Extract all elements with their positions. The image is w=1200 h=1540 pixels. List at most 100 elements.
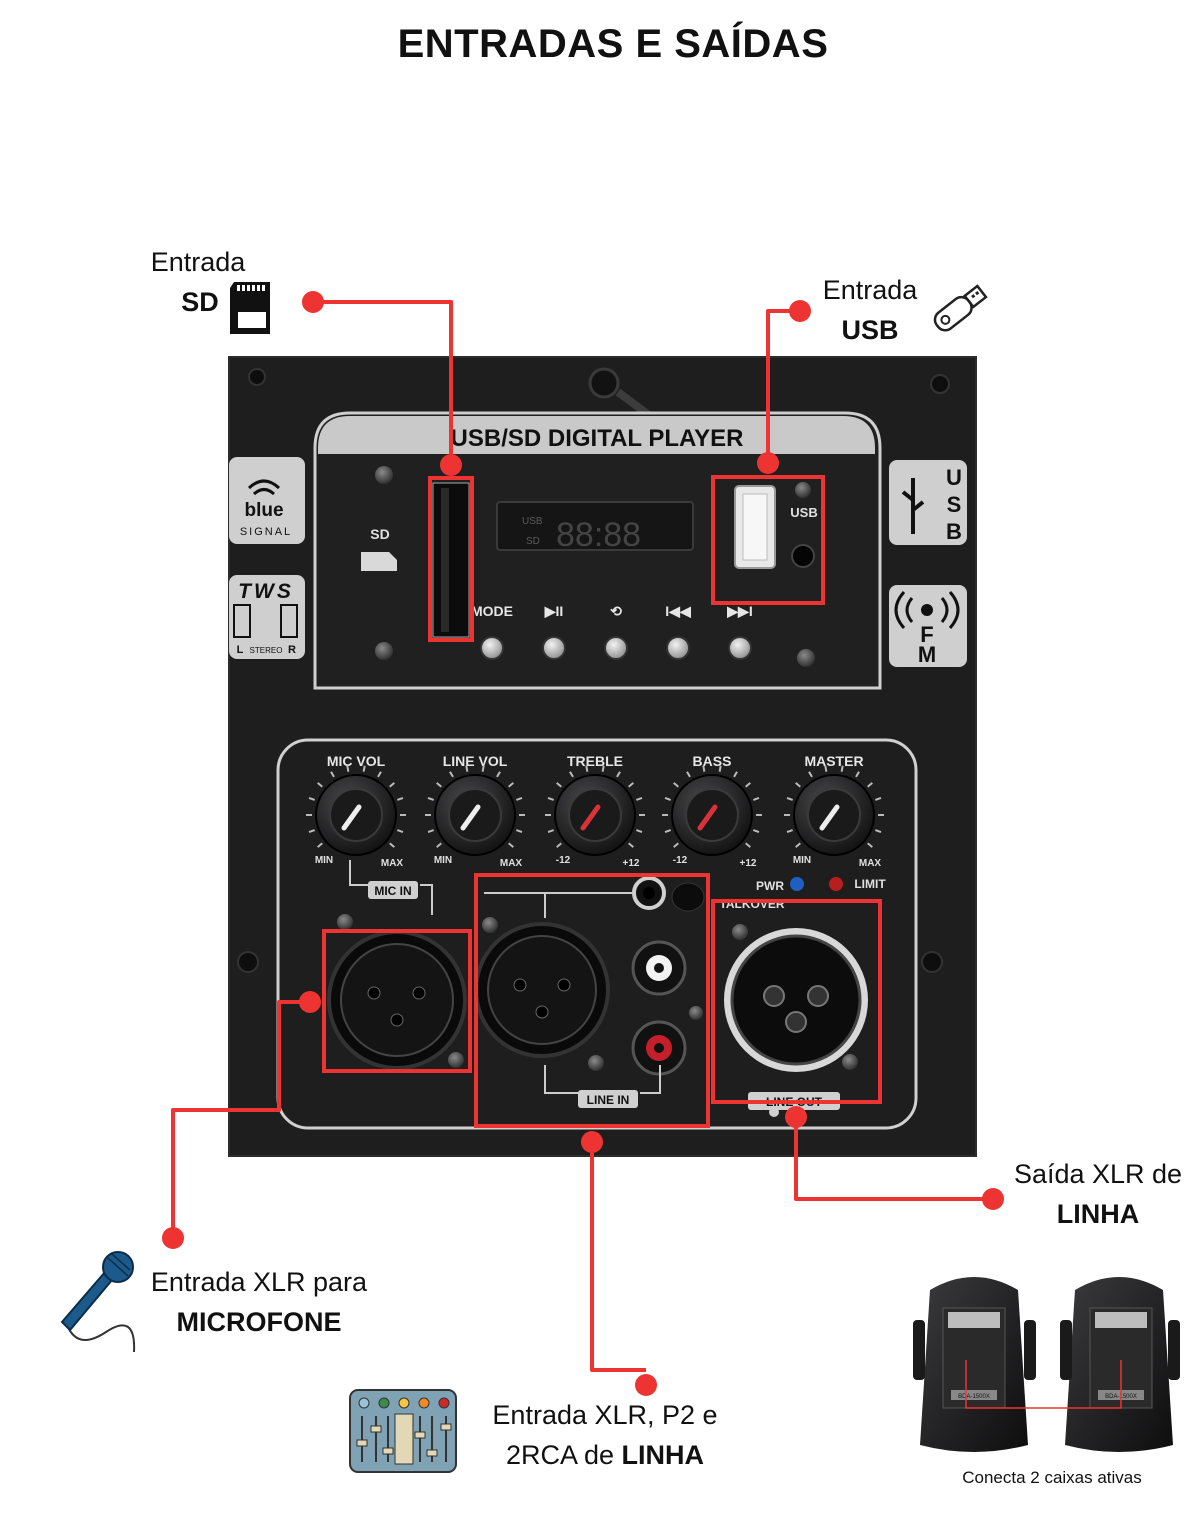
- pwr-label: PWR: [756, 879, 784, 893]
- knob-tick: [481, 765, 485, 772]
- limit-label: LIMIT: [854, 877, 886, 891]
- knob-tick: [436, 842, 442, 848]
- knob-tick: [397, 829, 404, 834]
- knob-tick: [377, 771, 382, 778]
- knob-max-2: +12: [623, 858, 640, 869]
- badge-usb: U: [946, 465, 962, 490]
- sd-card-icon: [230, 282, 270, 334]
- knob-tick: [585, 765, 589, 772]
- player-button-1[interactable]: [542, 636, 566, 660]
- knob-tick: [664, 829, 671, 834]
- amplifier-panel: USB/SD DIGITAL PLAYER SD USB SD 88:88 US…: [228, 356, 977, 1157]
- line-in-label-line1: Entrada XLR, P2 e: [492, 1400, 718, 1430]
- line-in-callout: [590, 1142, 646, 1372]
- sd-label: Entrada: [128, 242, 268, 282]
- knob-tick: [673, 842, 679, 848]
- knob-max-3: +12: [740, 858, 757, 869]
- display-usb: USB: [522, 516, 543, 527]
- knob-tick: [628, 782, 634, 788]
- callout-dots: [162, 291, 1004, 1396]
- knob-tick: [436, 782, 442, 788]
- knob-tick: [362, 765, 366, 772]
- player-button-3[interactable]: [666, 636, 690, 660]
- line-in-label: Entrada XLR, P2 e 2RCA de LINHA: [470, 1395, 740, 1475]
- player-button-label-0: MODE: [471, 603, 513, 619]
- line-in-label-prefix: 2RCA de: [505, 1440, 615, 1470]
- knob-min-2: -12: [556, 855, 571, 866]
- knob-tick: [808, 771, 813, 778]
- knob-tick: [569, 771, 574, 778]
- usb-highlight: [711, 475, 825, 605]
- line-out-callout: [794, 1117, 993, 1201]
- knob-tick: [516, 796, 523, 801]
- sd-dot-b: [440, 454, 462, 476]
- knob-tick: [508, 782, 514, 788]
- display-sd: SD: [526, 536, 540, 547]
- sd-callout: [313, 300, 453, 465]
- player-button-label-1: ▶II: [544, 603, 564, 619]
- knob-tick: [508, 842, 514, 848]
- sd-label-bold: SD: [160, 282, 240, 322]
- knob-max-1: MAX: [500, 858, 523, 869]
- badge-signal: SIGNAL: [240, 526, 292, 538]
- knob-min-0: MIN: [315, 855, 333, 866]
- knob-tick: [308, 796, 315, 801]
- microphone-icon: [60, 1251, 136, 1353]
- line-out-dot-a: [785, 1106, 807, 1128]
- knob-tick: [745, 782, 751, 788]
- badge-r: R: [288, 644, 296, 656]
- mic-highlight: [322, 929, 472, 1073]
- knob-tick: [636, 829, 643, 834]
- knob-tick: [840, 765, 844, 772]
- knob-pointer-3: [697, 804, 718, 831]
- knob-tick: [397, 796, 404, 801]
- knob-pointer-2: [580, 804, 601, 831]
- line-in-dot-a: [581, 1131, 603, 1153]
- knob-pointer-1: [460, 804, 481, 831]
- line-out-label-line1: Saída XLR de: [1013, 1159, 1183, 1189]
- mixer-icon: [349, 1389, 457, 1473]
- player-buttons: MODE▶II⟲I◀◀▶▶I: [471, 603, 753, 660]
- line-in-dot-b: [635, 1374, 657, 1396]
- knob-tick: [317, 842, 323, 848]
- usb-label-line2: USB: [841, 315, 899, 345]
- knob-label-1: LINE VOL: [443, 753, 508, 769]
- badge-usb-s: S: [947, 492, 962, 517]
- knob-max-4: MAX: [859, 858, 882, 869]
- knob-max-0: MAX: [381, 858, 404, 869]
- knob-label-4: MASTER: [804, 753, 863, 769]
- display-digits: 88:88: [556, 516, 641, 554]
- knob-tick: [867, 782, 873, 788]
- page-title: ENTRADAS E SAÍDAS: [397, 22, 829, 66]
- player-button-4[interactable]: [728, 636, 752, 660]
- knob-tick: [556, 782, 562, 788]
- player-button-2[interactable]: [604, 636, 628, 660]
- sd-slot-label: SD: [370, 526, 389, 542]
- badge-fm-m: M: [918, 642, 936, 667]
- player-button-label-2: ⟲: [610, 603, 622, 619]
- knob-tick: [824, 765, 828, 772]
- knob-tick: [389, 782, 395, 788]
- sd-highlight: [428, 476, 474, 642]
- knob-min-4: MIN: [793, 855, 811, 866]
- badge-blue: blue: [244, 500, 283, 521]
- usb-label: Entrada USB: [800, 270, 940, 350]
- knob-pointer-4: [819, 804, 840, 831]
- knob-tick: [636, 796, 643, 801]
- sd-label-line1: Entrada: [150, 247, 246, 277]
- usb-stick-icon: [933, 284, 988, 332]
- knob-tick: [855, 771, 860, 778]
- usb-port-label: USB: [790, 505, 817, 520]
- line-in-highlight: [474, 873, 710, 1128]
- knob-tick: [317, 782, 323, 788]
- knob-tick: [753, 829, 760, 834]
- speaker-left: BDA-1500X: [913, 1277, 1036, 1452]
- knob-tick: [795, 782, 801, 788]
- line-out-highlight: [711, 899, 882, 1104]
- mic-label: Entrada XLR para MICROFONE: [134, 1262, 384, 1342]
- player-button-0[interactable]: [480, 636, 504, 660]
- badge-fm: F: [920, 622, 933, 647]
- knob-tick: [330, 771, 335, 778]
- knob-label-2: TREBLE: [567, 753, 623, 769]
